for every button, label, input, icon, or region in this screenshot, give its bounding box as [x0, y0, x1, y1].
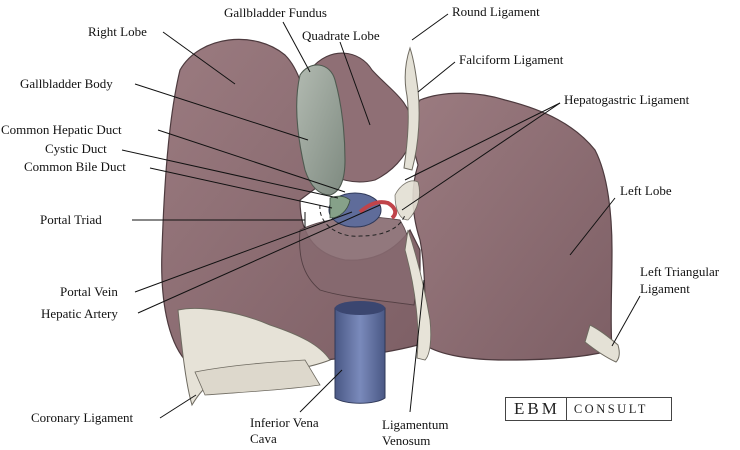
leader-round-ligament	[411, 13, 449, 41]
label-ivc-1: Inferior Vena	[250, 415, 319, 430]
bile-duct-shape	[329, 195, 351, 219]
leader-quadrate-lobe	[339, 41, 371, 126]
label-ligamentum-venosum-1: Ligamentum	[382, 417, 448, 432]
label-cystic-duct: Cystic Duct	[45, 141, 107, 156]
label-gallbladder-fundus: Gallbladder Fundus	[224, 5, 327, 20]
leader-ivc	[299, 369, 343, 413]
label-left-lobe: Left Lobe	[620, 183, 672, 198]
label-common-hepatic-duct: Common Hepatic Duct	[1, 122, 122, 137]
leader-right-lobe	[162, 31, 236, 85]
leader-common-hepatic-duct	[157, 129, 346, 193]
coronary-ligament-band	[194, 359, 321, 396]
logo-right-text: CONSULT	[573, 401, 648, 416]
label-coronary-ligament: Coronary Ligament	[31, 410, 134, 425]
leader-left-triangular	[611, 295, 641, 347]
label-portal-vein: Portal Vein	[60, 284, 118, 299]
label-hepatic-artery: Hepatic Artery	[41, 306, 118, 321]
ligamentum-venosum-shape	[404, 229, 432, 361]
label-ivc-2: Cava	[250, 431, 277, 446]
label-left-triangular-2: Ligament	[640, 281, 690, 296]
leader-left-lobe	[569, 197, 616, 256]
label-common-bile-duct: Common Bile Duct	[24, 159, 126, 174]
falciform-ligament-shape	[403, 46, 420, 171]
inferior-vena-cava-shape	[334, 301, 386, 404]
leader-lines	[121, 13, 641, 419]
portal-triad-outline	[319, 204, 406, 237]
leader-portal-vein	[134, 211, 353, 293]
leader-gallbladder-body	[134, 83, 309, 141]
leader-hepatogastric-1	[404, 102, 561, 181]
ivc-opening	[335, 301, 385, 315]
leader-hepatic-artery	[137, 204, 381, 314]
left-lobe-shape	[411, 92, 613, 361]
label-round-ligament: Round Ligament	[452, 4, 540, 19]
left-triangular-ligament-shape	[584, 324, 620, 363]
gallbladder-shape	[296, 64, 346, 196]
leader-gallbladder-fundus	[282, 21, 311, 73]
hepatic-artery-shape	[358, 200, 398, 220]
leader-falciform-ligament	[417, 61, 456, 93]
leader-cystic-duct	[121, 149, 339, 199]
label-portal-triad: Portal Triad	[40, 212, 102, 227]
label-falciform-ligament: Falciform Ligament	[459, 52, 564, 67]
leader-coronary-ligament	[159, 394, 197, 419]
label-right-lobe: Right Lobe	[88, 24, 147, 39]
ebm-consult-logo: EBM CONSULT	[505, 397, 672, 421]
leader-hepatogastric-2	[401, 102, 561, 211]
label-ligamentum-venosum-2: Venosum	[382, 433, 430, 448]
hepatogastric-ligament-shape	[394, 180, 420, 221]
leader-common-bile-duct	[149, 167, 333, 209]
leader-ligamentum-venosum	[409, 279, 425, 413]
logo-left-text: EBM	[506, 398, 567, 420]
label-gallbladder-body: Gallbladder Body	[20, 76, 113, 91]
label-quadrate-lobe: Quadrate Lobe	[302, 28, 380, 43]
label-left-triangular-1: Left Triangular	[640, 264, 720, 279]
label-hepatogastric-ligament: Hepatogastric Ligament	[564, 92, 690, 107]
